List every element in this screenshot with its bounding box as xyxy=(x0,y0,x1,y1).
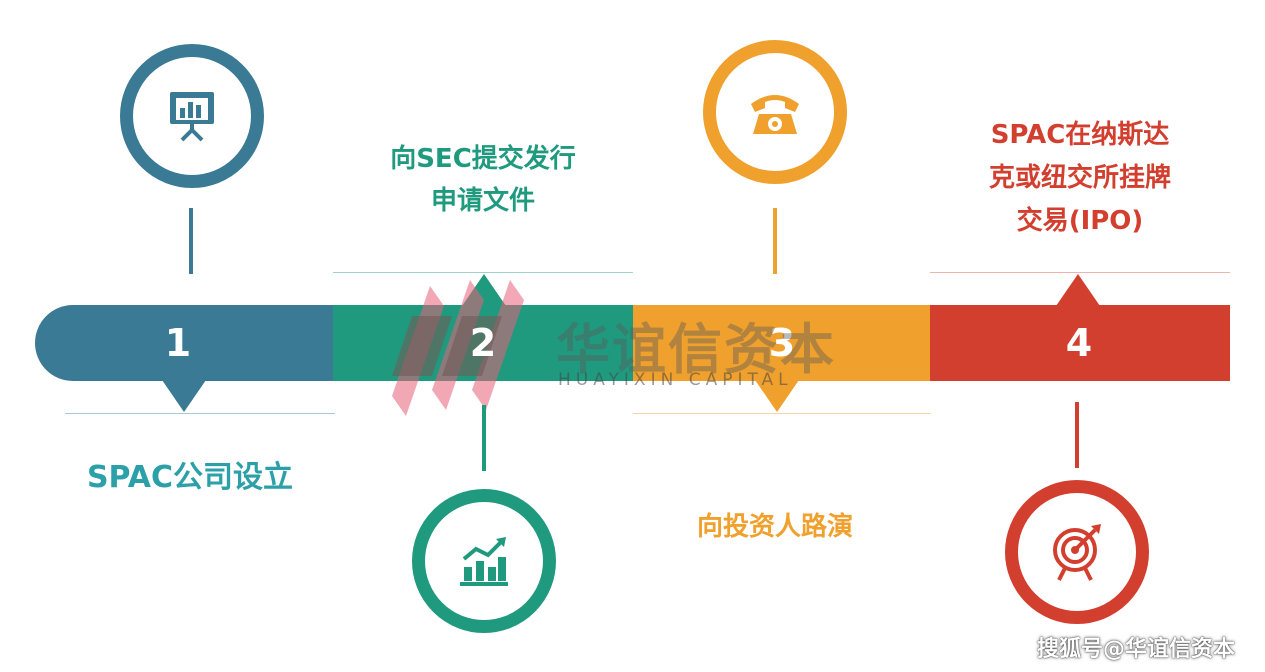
step-2-number: 2 xyxy=(469,321,497,365)
watermark-name-en: HUAYIXIN CAPITAL xyxy=(558,370,793,390)
step-2-connector xyxy=(482,405,486,471)
step-4-caption: SPAC在纳斯达 克或纽交所挂牌 交易(IPO) xyxy=(930,114,1230,243)
step-2-caption: 向SEC提交发行 申请文件 xyxy=(333,138,633,222)
guide-line-3-bottom xyxy=(633,413,931,414)
source-label: 搜狐号@华谊信资本 xyxy=(1036,637,1235,662)
step-4-icon-ring xyxy=(1005,480,1149,624)
presentation-board-icon xyxy=(170,92,214,142)
step-1-connector xyxy=(189,208,193,274)
target-icon xyxy=(1053,524,1101,581)
step-1-number: 1 xyxy=(164,321,192,365)
bar-chart-growth-icon xyxy=(460,537,508,586)
step-1-icon-ring xyxy=(120,44,264,188)
step-3-band xyxy=(633,305,931,381)
watermark-name: 华谊信资本 xyxy=(556,318,836,381)
step-3-connector xyxy=(773,208,777,274)
step-4-number: 4 xyxy=(1065,321,1093,365)
step-1-band xyxy=(35,305,335,381)
step-4-caption-line-1: SPAC在纳斯达 xyxy=(990,120,1170,150)
step-2-icon-ring xyxy=(412,489,556,633)
step-3-pointer xyxy=(755,380,799,412)
step-3-caption: 向投资人路演 xyxy=(696,512,853,542)
telephone-icon xyxy=(751,95,799,134)
guide-line-2-top xyxy=(333,272,633,273)
step-1-pointer xyxy=(162,380,206,412)
step-2-caption-line-2: 申请文件 xyxy=(430,186,535,216)
watermark-logo xyxy=(392,280,524,416)
step-3-icon-ring xyxy=(703,40,847,184)
guide-line-1-bottom xyxy=(65,413,335,414)
step-4-connector xyxy=(1075,402,1079,468)
step-4-band xyxy=(930,305,1230,381)
step-4-pointer xyxy=(1056,274,1100,306)
step-4-caption-line-2: 克或纽交所挂牌 xyxy=(988,163,1171,193)
step-4-caption-line-3: 交易(IPO) xyxy=(1016,206,1144,236)
step-3-number: 3 xyxy=(768,321,796,365)
step-1-caption: SPAC公司设立 xyxy=(86,460,294,495)
step-2-caption-line-1: 向SEC提交发行 xyxy=(390,144,576,174)
guide-line-4-top xyxy=(930,272,1230,273)
